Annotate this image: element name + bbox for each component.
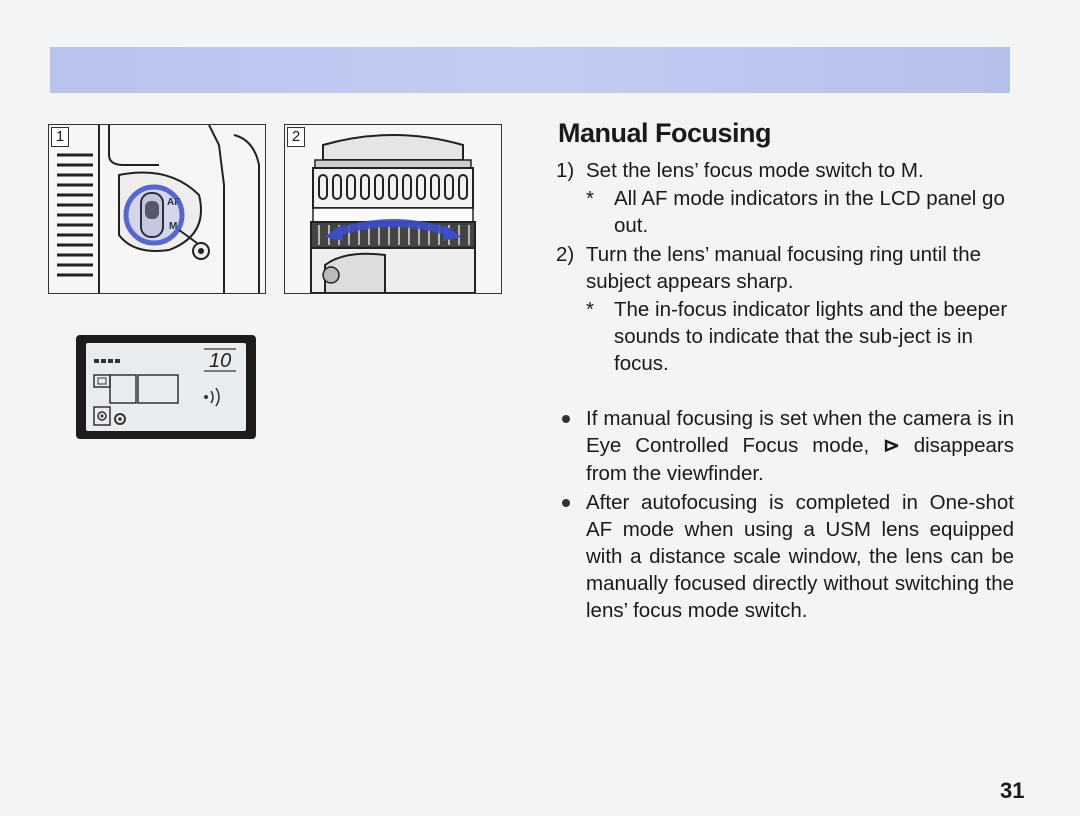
- bullet-1-text-before: If manual focusing is set when the camer…: [586, 407, 1014, 457]
- page-number: 31: [1000, 778, 1025, 803]
- bullet-2-text: After autofocusing is completed in One-s…: [586, 491, 1014, 622]
- bullet-dot: [562, 499, 570, 507]
- figure-2-focusing-ring: 2: [284, 124, 502, 294]
- step-1-number: 1): [556, 159, 575, 182]
- step-1-text: Set the lens’ focus mode switch to M.: [586, 159, 924, 182]
- step-2-number: 2): [556, 243, 575, 266]
- section-title: Manual Focusing: [558, 118, 772, 148]
- lcd-panel-illustration: 10: [76, 335, 256, 439]
- lens-illustration: [310, 134, 476, 293]
- note-marker: *: [586, 298, 594, 321]
- step-2-note-text: The in-focus indicator lights and the be…: [614, 298, 1008, 375]
- manual-focusing-section: Manual Focusing 1) Set the lens’ focus m…: [556, 118, 1014, 624]
- lcd-screen: [86, 343, 246, 431]
- figure-1-focus-switch: 1 AF M: [48, 124, 266, 294]
- header-band: [50, 47, 1010, 93]
- step-1-note-text: All AF mode indicators in the LCD panel …: [614, 187, 1005, 237]
- switch-label-af: AF: [167, 197, 180, 208]
- step-1-note: * All AF mode indicators in the LCD pane…: [556, 185, 1014, 239]
- camera-body-illustration: AF M: [57, 125, 260, 293]
- lcd-frame-counter: 10: [209, 350, 231, 372]
- note-marker: *: [586, 187, 594, 210]
- bullet-eye-control: If manual focusing is set when the camer…: [556, 405, 1014, 487]
- bullet-usm-lens: After autofocusing is completed in One-s…: [556, 489, 1014, 624]
- figure-2-number: 2: [287, 127, 305, 147]
- step-2-note: * The in-focus indicator lights and the …: [556, 296, 1014, 377]
- eye-control-icon: ⊳: [883, 435, 900, 457]
- step-2: 2) Turn the lens’ manual focusing ring u…: [556, 241, 1014, 295]
- step-1: 1) Set the lens’ focus mode switch to M.: [556, 157, 1014, 184]
- step-2-text: Turn the lens’ manual focusing ring unti…: [586, 243, 982, 293]
- bullet-dot: [562, 415, 570, 423]
- lcd-indicators: 10: [93, 348, 236, 426]
- figure-1-number: 1: [51, 127, 69, 147]
- switch-label-m: M: [169, 221, 177, 232]
- bullet-1-text-after: disappears from the viewfinder.: [586, 434, 1014, 485]
